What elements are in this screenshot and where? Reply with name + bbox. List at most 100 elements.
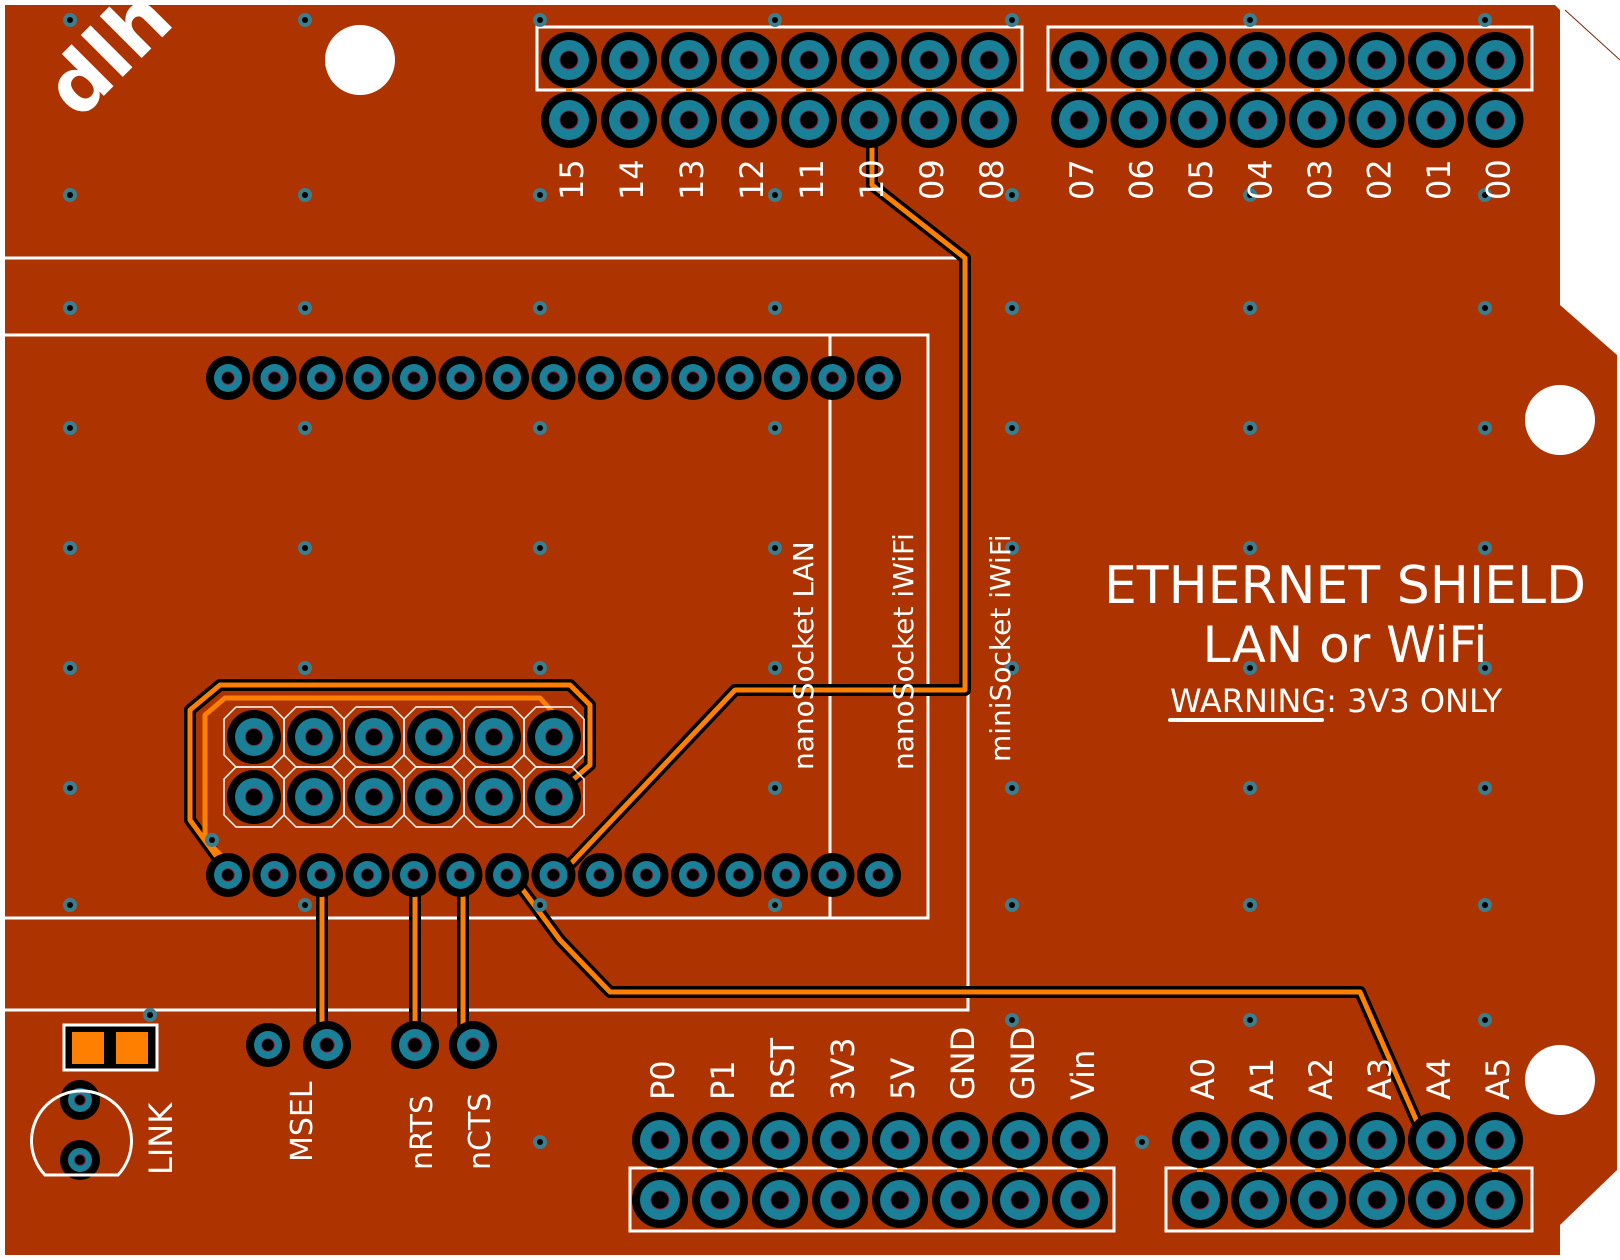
header-pin	[721, 92, 777, 148]
header-pin	[961, 92, 1017, 148]
via	[1243, 541, 1257, 555]
pad-drill	[1307, 50, 1327, 70]
digital-pin-label: 12	[733, 159, 771, 200]
via	[298, 661, 312, 675]
header-pin	[872, 1112, 928, 1168]
via	[63, 13, 77, 27]
pad-drill	[74, 1094, 86, 1106]
pad-drill	[872, 371, 886, 385]
socket-pin	[392, 356, 436, 400]
via	[1005, 781, 1019, 795]
digital-pin-label: 00	[1480, 159, 1518, 200]
pad-drill	[424, 727, 444, 747]
via-drill	[209, 837, 215, 843]
pad-drill	[686, 868, 700, 882]
mounting-hole	[1525, 385, 1595, 455]
label-ncts: nCTS	[463, 1093, 498, 1170]
via-drill	[1482, 665, 1488, 671]
pad-drill	[890, 1190, 910, 1210]
pad-drill	[1485, 1130, 1505, 1150]
header-pin	[721, 32, 777, 88]
via	[1005, 898, 1019, 912]
header-pin	[752, 1112, 808, 1168]
digital-pin-label: 04	[1242, 159, 1280, 200]
via	[768, 661, 782, 675]
link-led: LINK	[30, 1023, 180, 1177]
via-drill	[772, 785, 778, 791]
pad-drill	[500, 868, 514, 882]
via	[1243, 421, 1257, 435]
via-drill	[1009, 545, 1015, 551]
socket-pin	[624, 853, 669, 897]
via-drill	[302, 192, 308, 198]
pad-drill	[619, 50, 639, 70]
header-pin	[1408, 92, 1464, 148]
analog-pin-label: A3	[1361, 1058, 1399, 1100]
test-point-pad	[449, 1021, 497, 1069]
via	[1478, 541, 1492, 555]
pad-drill	[261, 1038, 275, 1052]
socket-pin	[624, 356, 669, 400]
via	[1478, 781, 1492, 795]
pad-drill	[825, 371, 840, 385]
pad-drill	[1010, 1130, 1030, 1150]
pad-drill	[1190, 1190, 1210, 1210]
via-drill	[67, 785, 73, 791]
via	[1478, 1013, 1492, 1027]
pad-drill	[799, 50, 819, 70]
via-drill	[1009, 902, 1015, 908]
header-pin	[1229, 32, 1286, 88]
via-drill	[772, 305, 778, 311]
via	[63, 188, 77, 202]
via	[63, 301, 77, 315]
via	[63, 661, 77, 675]
header-pin	[1467, 1172, 1523, 1228]
via-drill	[67, 665, 73, 671]
header-pin	[992, 1112, 1048, 1168]
smd-pad	[72, 1032, 104, 1064]
socket-pin	[810, 853, 855, 897]
via-drill	[1482, 305, 1488, 311]
pad-drill	[74, 1154, 86, 1166]
via	[298, 301, 312, 315]
pad-drill	[679, 50, 699, 70]
via-drill	[1009, 192, 1015, 198]
via-drill	[537, 305, 543, 311]
header-pin	[1052, 1112, 1108, 1168]
socket-pin	[764, 356, 808, 400]
power-pin-label: P1	[704, 1060, 742, 1100]
via	[533, 1135, 547, 1149]
header-pin	[1408, 1172, 1464, 1228]
header-pin	[541, 92, 597, 148]
via-drill	[1139, 1139, 1145, 1145]
pad-drill	[546, 371, 561, 385]
pad-drill	[1248, 110, 1267, 130]
header-pin	[1467, 32, 1524, 88]
analog-pin-label: A4	[1420, 1058, 1458, 1100]
via-drill	[772, 17, 778, 23]
connector-outline	[223, 766, 285, 828]
pads	[60, 32, 1524, 1228]
via-drill	[1009, 305, 1015, 311]
pad-drill	[1486, 50, 1505, 70]
via	[1005, 661, 1019, 675]
pad-drill	[950, 1190, 970, 1210]
pad-drill	[779, 371, 793, 385]
header-pin	[632, 1112, 688, 1168]
socket-pin	[438, 356, 483, 400]
pad-drill	[1010, 1190, 1030, 1210]
digital-pin-label: 10	[853, 159, 891, 200]
pad-drill	[546, 868, 561, 882]
via	[1135, 1135, 1149, 1149]
header-pin	[1467, 1112, 1523, 1168]
header-pin	[901, 32, 957, 88]
via-drill	[1247, 545, 1253, 551]
via-drill	[1482, 902, 1488, 908]
via	[63, 421, 77, 435]
via-drill	[537, 1139, 543, 1145]
socket-pin	[671, 356, 715, 400]
test-point-pad	[391, 1021, 439, 1069]
digital-pin-label: 06	[1123, 159, 1161, 200]
pad-drill	[1308, 1190, 1328, 1210]
pad-drill	[314, 371, 328, 385]
